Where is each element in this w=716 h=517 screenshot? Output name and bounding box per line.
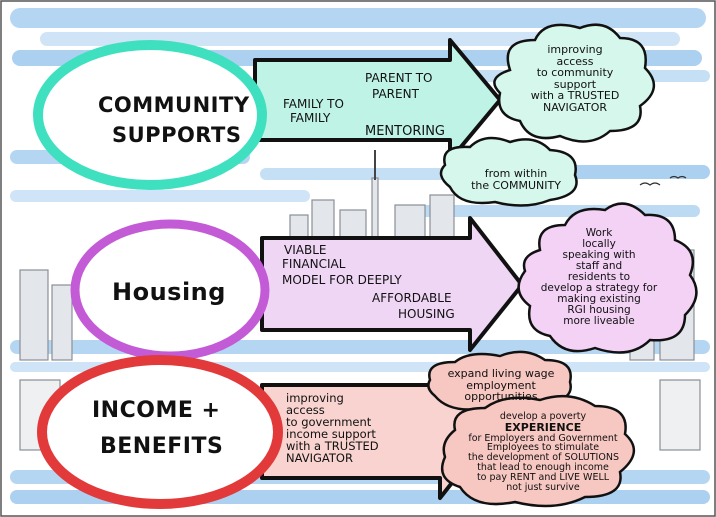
income-title-line2: BENEFITS — [100, 434, 224, 459]
income-arrow-text: improving access to government income su… — [286, 391, 379, 466]
community-cloud-1 — [493, 23, 655, 143]
birds — [639, 175, 687, 186]
community-oval — [33, 40, 267, 190]
income-cloud-2-text: develop a poverty EXPERIENCE for Employe… — [468, 411, 619, 494]
housing-arrow — [260, 216, 524, 352]
housing-arrow-line3: MODEL for DEEPLY — [282, 273, 402, 287]
income-oval — [37, 355, 283, 509]
housing-title: Housing — [112, 278, 226, 306]
housing-arrow-line2: FINANCIAL — [282, 257, 346, 271]
community-title-line1: COMMUNITY — [98, 93, 250, 117]
community-cloud-2-text: from within the COMMUNITY — [471, 167, 561, 192]
housing-arrow-line4: AFFORDABLE — [372, 291, 452, 305]
community-arrow-parent-line2: PARENT — [372, 87, 419, 101]
community-title-line2: SUPPORTS — [112, 123, 242, 147]
housing-arrow-line5: HOUSING — [398, 307, 455, 321]
community-arrow — [253, 38, 502, 162]
row-income-benefits — [37, 350, 635, 509]
housing-arrow-line1: VIABLE — [284, 243, 327, 257]
community-cloud-2 — [439, 136, 578, 207]
community-arrow-parent-line1: PARENT to — [365, 71, 433, 85]
community-arrow-family-line2: FAMILY — [290, 111, 331, 125]
income-cloud-2 — [440, 394, 635, 508]
income-cloud-1 — [427, 350, 572, 413]
community-arrow-mentoring: MENTORING — [365, 124, 445, 139]
row-community-supports — [33, 23, 655, 207]
row-housing — [70, 202, 698, 361]
community-cloud-1-text: improving access to community support wi… — [530, 43, 620, 114]
housing-cloud-text: Work locally speaking with staff and res… — [540, 227, 658, 328]
community-arrow-family-line1: FAMILY to — [283, 97, 344, 111]
income-title-line1: INCOME + — [92, 398, 221, 423]
income-cloud-1-text: expand living wage employment opportunit… — [447, 367, 555, 404]
housing-cloud — [517, 202, 698, 354]
